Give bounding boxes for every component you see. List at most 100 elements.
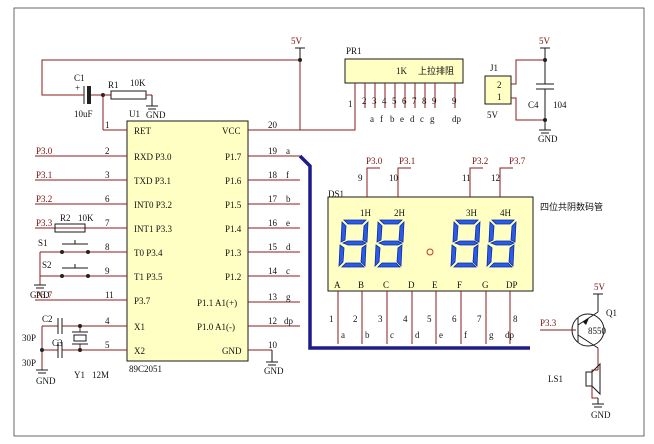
digit-label: 4H (500, 208, 512, 218)
seg-pin: 4 (403, 314, 408, 324)
seg-net: c (390, 330, 394, 340)
seg-name: D (408, 280, 415, 290)
j1-pin: 1 (497, 92, 502, 102)
pin-name: P1.4 (225, 224, 242, 234)
pullup-pr1: PR1 1K 上拉排阻 1 2 3 4 5 6 7 8 9 9 a f b e … (300, 46, 464, 131)
mcu-u1: U1 89C2051 1 RET P3.0 2 RXD P3.0 P3.1 3 … (35, 109, 300, 374)
c2-value: 30P (22, 333, 36, 343)
pin-num: 20 (268, 120, 278, 130)
pin-num: 8 (105, 242, 110, 252)
seg-net: dp (505, 330, 515, 340)
digit-net: P3.2 (472, 156, 488, 166)
s1-label: S1 (38, 238, 48, 248)
pin-name: INT1 P3.3 (134, 224, 172, 234)
net-label: P3.3 (36, 218, 53, 228)
pin-name: RXD P3.0 (134, 152, 172, 162)
seg-name: B (358, 280, 364, 290)
svg-text:+: + (75, 83, 80, 93)
pr1-pin: 3 (372, 96, 377, 106)
buzzer-driver: P3.3 8550 Q1 5V LS1 GND (540, 282, 617, 420)
seg-pin: 5 (427, 314, 432, 324)
pr1-pin: 2 (362, 96, 367, 106)
pr1-pin: 9 (452, 96, 457, 106)
sw-gnd: GND (30, 290, 50, 300)
digit-label: 1H (360, 208, 372, 218)
mcu-left-pins: 1 RET P3.0 2 RXD P3.0 P3.1 3 TXD P3.1 P3… (35, 120, 172, 356)
net-label: e (286, 218, 290, 228)
pr1-net: f (380, 114, 383, 124)
digit-pin: 11 (462, 173, 471, 183)
y1-ref: Y1 (74, 370, 85, 380)
r1-ref: R1 (108, 80, 119, 90)
c4-vcc: 5V (539, 36, 551, 46)
net-label: a (286, 146, 290, 156)
pin-name: X1 (134, 322, 145, 332)
q1-vcc: 5V (594, 282, 606, 292)
pin-name: P1.5 (225, 200, 242, 210)
pin-name: VCC (222, 126, 241, 136)
seg-name: DP (506, 280, 518, 290)
seven-seg-digit-4 (486, 219, 517, 268)
pr1-pin: 7 (412, 96, 417, 106)
seg-name: A (334, 280, 341, 290)
pin-num: 18 (268, 170, 278, 180)
seg-net: b (365, 330, 370, 340)
mcu-ref: U1 (129, 109, 140, 119)
pin-num: 17 (268, 194, 278, 204)
seg-pin: 6 (452, 314, 457, 324)
pr1-net: d (410, 114, 415, 124)
net-label: b (286, 194, 291, 204)
net-label: P3.7 (36, 290, 53, 300)
y1-value: 12M (92, 370, 109, 380)
r2-resistor: R2 10K (54, 213, 94, 233)
pin-name: X2 (134, 346, 145, 356)
seg-pin: 2 (353, 314, 358, 324)
pr1-net: c (420, 114, 424, 124)
ds1-ref: DS1 (328, 189, 344, 199)
reset-circuit: 5V C1 + 10uF R1 10K GND (41, 36, 305, 130)
seg-name: G (482, 280, 489, 290)
seg-net: e (439, 330, 443, 340)
pr1-pin: 6 (402, 96, 407, 106)
seven-seg-digit-2 (374, 219, 405, 268)
seg-name: E (432, 280, 438, 290)
digit-pin: 9 (358, 173, 363, 183)
pin-name: P1.0 A1(-) (197, 322, 235, 332)
pin-num: 9 (105, 266, 110, 276)
pr1-pin: 4 (382, 96, 387, 106)
pr1-net: g (430, 114, 435, 124)
pr1-ref: PR1 (346, 46, 362, 56)
pin-num: 19 (268, 146, 278, 156)
switch-s2: S2 GND (30, 252, 100, 300)
c3-ref: C3 (52, 338, 63, 348)
net-label: d (286, 242, 291, 252)
pin-num: 12 (268, 316, 277, 326)
seg-net: f (464, 330, 467, 340)
display-ds1: DS1 四位共阴数码管 P3.0 9 P3.1 10 P3.2 11 P3.7 … (327, 156, 603, 344)
mcu-right-pins: VCC 20 P1.7 19 a P1.6 18 f P1.5 17 b P1.… (197, 120, 300, 356)
r1-gnd: GND (146, 110, 166, 120)
pr1-desc: 上拉排阻 (418, 65, 454, 76)
c4-ref: C4 (528, 100, 539, 110)
pin-num: 13 (268, 292, 278, 302)
pr1-pin: 9 (432, 96, 437, 106)
seg-net: d (415, 330, 420, 340)
j1-voltage: 5V (487, 110, 499, 120)
pin-num: 15 (268, 242, 278, 252)
digit-pin: 10 (389, 173, 399, 183)
pin-num: 14 (268, 266, 278, 276)
pr1-net: e (400, 114, 404, 124)
pin-name: P1.7 (225, 152, 242, 162)
sheet-border (13, 7, 645, 437)
r2-ref: R2 (60, 213, 71, 223)
r2-value: 10K (78, 213, 94, 223)
digit-net: P3.0 (366, 156, 383, 166)
pin-name: P1.6 (225, 176, 242, 186)
digit-label: 2H (394, 208, 406, 218)
pr1-net: b (390, 114, 395, 124)
pin-name: T1 P3.5 (134, 272, 163, 282)
net-label: f (286, 170, 289, 180)
pin-name: INT0 P3.2 (134, 200, 172, 210)
digit-pin: 12 (491, 173, 500, 183)
